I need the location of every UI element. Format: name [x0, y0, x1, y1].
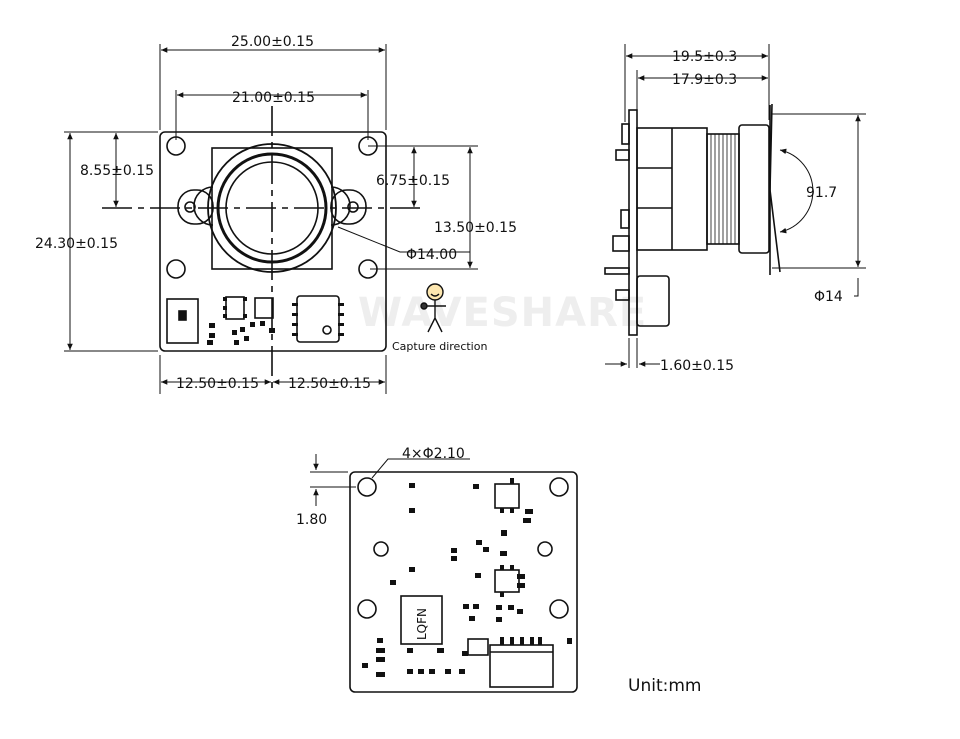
side-connector	[636, 275, 670, 327]
side-part	[612, 235, 630, 252]
capture-direction-icon	[420, 283, 446, 333]
dim-lens-diameter: Φ14.00	[406, 247, 457, 263]
holder-ears	[193, 186, 351, 226]
side-view	[604, 103, 781, 336]
dim-lens-offset: 6.75±0.15	[376, 173, 450, 189]
smd-parts	[207, 297, 344, 345]
side-holder-lines	[637, 128, 673, 250]
side-part	[621, 123, 630, 145]
flange-screw	[184, 201, 196, 213]
front-dimensions	[64, 44, 478, 394]
side-part	[615, 289, 630, 301]
back-smd-parts	[362, 478, 572, 677]
dim-depth-total: 19.5±0.3	[672, 49, 737, 65]
lqfn-label: LQFN	[415, 608, 429, 640]
lens-thread-lines	[710, 134, 736, 244]
back-hole	[537, 541, 553, 557]
back-ic	[467, 638, 489, 656]
dim-width-total: 25.00±0.15	[231, 34, 314, 50]
back-hole	[357, 599, 377, 619]
mount-hole	[166, 259, 186, 279]
dim-fov-angle: 91.7	[806, 185, 837, 201]
dim-side-lens-diameter: Φ14	[814, 289, 843, 305]
back-hole	[357, 477, 377, 497]
ic-sot	[225, 296, 245, 320]
back-ic	[494, 569, 520, 593]
back-hole	[549, 599, 569, 619]
connector-block	[166, 298, 199, 344]
fov-lines	[769, 103, 781, 273]
back-hole	[373, 541, 389, 557]
front-pcb-outline	[159, 131, 387, 352]
back-pcb-outline	[349, 471, 578, 693]
connector-pin	[178, 310, 187, 321]
dim-hole-spacing-y: 13.50±0.15	[434, 220, 517, 236]
dim-hole-offset-top: 8.55±0.15	[80, 163, 154, 179]
dim-back-edge-offset: 1.80	[296, 512, 327, 528]
side-dimensions	[605, 44, 866, 368]
dim-hole-spacing-x: 21.00±0.15	[232, 90, 315, 106]
back-dimensions	[310, 454, 470, 506]
dim-pcb-thickness: 1.60±0.15	[660, 358, 734, 374]
dim-height-total: 24.30±0.15	[35, 236, 118, 252]
ic-pin1-mark	[322, 325, 332, 335]
back-ic	[494, 483, 520, 509]
dim-back-holes: 4×Φ2.10	[402, 446, 465, 462]
dim-half-width-right: 12.50±0.15	[288, 376, 371, 392]
ic-soic	[296, 295, 340, 343]
flange-screw	[347, 201, 359, 213]
lens-barrel	[738, 124, 770, 254]
back-hole	[549, 477, 569, 497]
dim-half-width-left: 12.50±0.15	[176, 376, 259, 392]
lqfn-chip	[400, 595, 443, 645]
holder-flange-left	[177, 189, 214, 225]
unit-label: Unit:mm	[628, 676, 701, 696]
back-view	[349, 471, 578, 693]
side-part	[620, 209, 630, 229]
watermark: WAVESHARE	[358, 290, 647, 336]
side-part	[604, 267, 630, 275]
ic-small	[254, 297, 274, 319]
side-part	[615, 149, 630, 161]
dim-depth-lens: 17.9±0.3	[672, 72, 737, 88]
capture-direction-label: Capture direction	[392, 340, 487, 353]
front-view	[102, 106, 446, 394]
holder-flange-right	[330, 189, 367, 225]
